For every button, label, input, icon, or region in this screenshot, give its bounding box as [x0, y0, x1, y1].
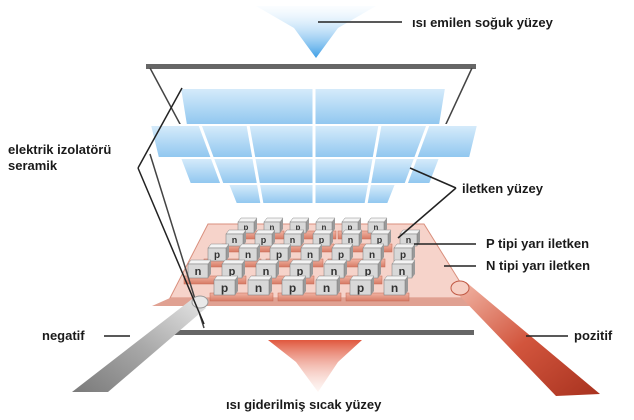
n-mark: n: [374, 223, 379, 232]
n-mark: n: [399, 266, 406, 278]
n-type-pellet: n: [362, 243, 385, 262]
p-mark: p: [244, 223, 249, 232]
n-type-pellet: n: [238, 243, 261, 262]
n-mark: n: [270, 223, 275, 232]
p-mark: p: [296, 223, 301, 232]
label-insulator: elektrik izolatörü seramik: [8, 142, 138, 174]
label-conductive-surface: iletken yüzey: [462, 181, 543, 196]
positive-wire-end: [450, 280, 470, 296]
n-type-pellet: n: [341, 229, 363, 247]
n-mark: n: [391, 281, 398, 295]
copper-strip: [209, 292, 274, 302]
copper-strip: [277, 292, 342, 302]
n-mark: n: [245, 250, 251, 261]
top-frame-bar: [146, 64, 476, 69]
n-mark: n: [323, 281, 330, 295]
p-type-pellet: p: [221, 259, 246, 279]
n-mark: n: [290, 235, 296, 245]
copper-strip: [345, 292, 410, 302]
n-type-pellet: n: [300, 243, 323, 262]
p-mark: p: [221, 281, 228, 295]
p-type-pellet: p: [207, 243, 230, 262]
positive-wire: [456, 282, 600, 396]
leader-insulator-bottom: [137, 167, 205, 325]
n-type-pellet: n: [255, 259, 280, 279]
p-type-pellet: p: [254, 229, 276, 247]
p-mark: p: [214, 250, 220, 261]
n-type-pellet: n: [187, 259, 212, 279]
p-type-pellet: p: [341, 217, 362, 234]
n-mark: n: [263, 266, 270, 278]
label-negative: negatif: [42, 328, 85, 343]
n-mark: n: [307, 250, 313, 261]
p-mark: p: [357, 281, 364, 295]
n-type-pellet: n: [383, 275, 409, 296]
p-mark: p: [289, 281, 296, 295]
n-type-pellet: n: [315, 275, 341, 296]
p-type-pellet: p: [281, 275, 307, 296]
label-p-type: P tipi yarı iletken: [486, 236, 590, 251]
p-mark: p: [261, 235, 267, 245]
n-type-pellet: n: [225, 229, 247, 247]
leader-conductive-top: [409, 167, 457, 189]
p-type-pellet: p: [331, 243, 354, 262]
label-positive: pozitif: [574, 328, 613, 343]
p-mark: p: [338, 250, 344, 261]
p-type-pellet: p: [357, 259, 382, 279]
p-mark: p: [297, 266, 304, 278]
leader-conductive-bottom: [397, 187, 457, 239]
n-type-pellet: n: [263, 217, 284, 234]
n-type-pellet: n: [283, 229, 305, 247]
n-type-pellet: n: [391, 259, 416, 279]
n-mark: n: [232, 235, 238, 245]
p-type-pellet: p: [289, 259, 314, 279]
label-hot-surface: ısı giderilmiş sıcak yüzey: [226, 397, 382, 412]
hot-heat-arrow: [268, 340, 362, 392]
n-mark: n: [348, 235, 354, 245]
n-type-pellet: n: [315, 217, 336, 234]
p-mark: p: [400, 250, 406, 261]
p-type-pellet: p: [370, 229, 392, 247]
negative-wire: [72, 296, 206, 392]
p-type-pellet: p: [289, 217, 310, 234]
n-type-pellet: n: [323, 259, 348, 279]
p-mark: p: [365, 266, 372, 278]
leader-insulator-top: [137, 87, 183, 169]
label-insulator-line2: seramik: [8, 158, 58, 173]
n-mark: n: [195, 266, 202, 278]
n-mark: n: [331, 266, 338, 278]
p-type-pellet: p: [237, 217, 258, 234]
p-type-pellet: p: [269, 243, 292, 262]
n-mark: n: [406, 235, 412, 245]
n-type-pellet: n: [247, 275, 273, 296]
p-type-pellet: p: [213, 275, 239, 296]
label-n-type: N tipi yarı iletken: [486, 258, 591, 273]
p-mark: p: [276, 250, 282, 261]
label-cold-surface: ısı emilen soğuk yüzey: [412, 15, 553, 30]
p-mark: p: [229, 266, 236, 278]
p-type-pellet: p: [349, 275, 375, 296]
cold-heat-arrow: [256, 6, 376, 58]
label-insulator-line1: elektrik izolatörü: [8, 142, 112, 157]
ceramic-tiles-top: [148, 87, 480, 205]
n-mark: n: [369, 250, 375, 261]
p-type-pellet: p: [312, 229, 334, 247]
p-type-pellet: p: [393, 243, 416, 262]
n-type-pellet: n: [399, 229, 421, 247]
p-mark: p: [377, 235, 383, 245]
n-mark: n: [255, 281, 262, 295]
p-mark: p: [348, 223, 353, 232]
p-mark: p: [319, 235, 325, 245]
n-mark: n: [322, 223, 327, 232]
bottom-frame-bar: [170, 330, 474, 335]
